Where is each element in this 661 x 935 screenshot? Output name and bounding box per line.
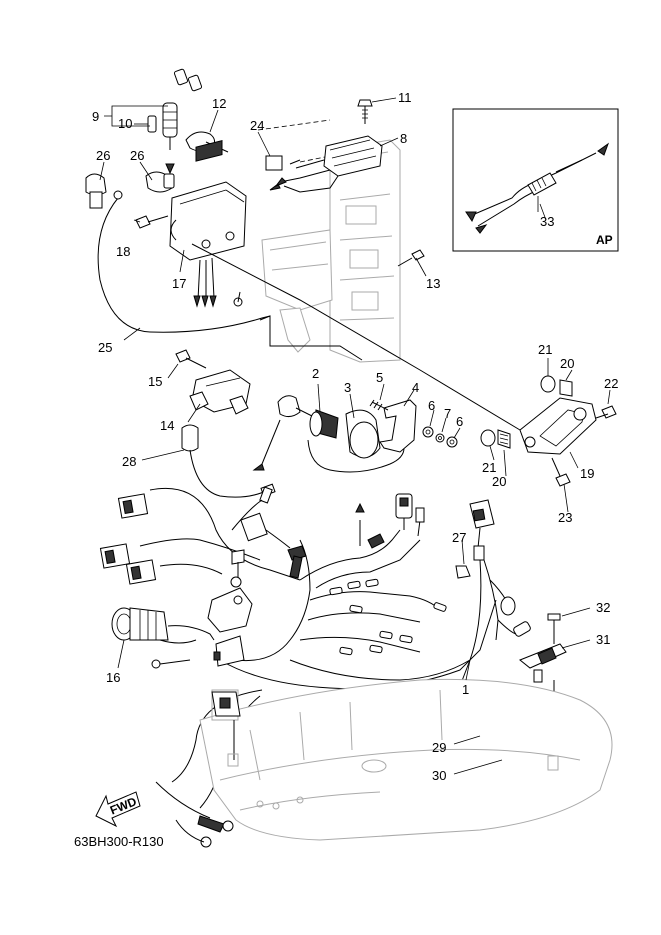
callout-6b: 6 — [456, 414, 463, 429]
part-1-27-cable — [455, 499, 531, 687]
callout-14: 14 — [160, 418, 174, 433]
callout-26b: 26 — [130, 148, 144, 163]
callout-3: 3 — [344, 380, 351, 395]
callout-17: 17 — [172, 276, 186, 291]
leader-lines — [99, 97, 611, 775]
callout-6a: 6 — [428, 398, 435, 413]
callout-18: 18 — [116, 244, 130, 259]
part-13-screw — [397, 249, 425, 267]
callout-21b: 21 — [482, 460, 496, 475]
callout-7: 7 — [444, 406, 451, 421]
callout-11: 11 — [398, 90, 412, 105]
callout-25: 25 — [98, 340, 112, 355]
drawing-code: 63BH300-R130 — [74, 834, 164, 849]
callout-8: 8 — [400, 131, 407, 146]
callout-4: 4 — [412, 380, 419, 395]
callout-16: 16 — [106, 670, 120, 685]
callout-29: 29 — [432, 740, 446, 755]
callout-19: 19 — [580, 466, 594, 481]
inset-label: AP — [596, 233, 613, 247]
callout-22: 22 — [604, 376, 618, 391]
callout-20a: 20 — [560, 356, 574, 371]
part-14-bracket — [175, 349, 251, 415]
part-19-bracket — [480, 375, 617, 487]
callout-labels: 1 2 3 4 5 6 6 7 8 9 10 11 12 13 14 15 16… — [92, 90, 618, 783]
part-11-screw — [357, 99, 373, 124]
harness-connectors — [99, 486, 425, 585]
fwd-text: FWD — [108, 794, 139, 817]
callout-31: 31 — [596, 632, 610, 647]
part-25-wire — [97, 197, 271, 333]
engine-block-outline — [257, 119, 401, 363]
part-26-caps — [85, 171, 175, 209]
part-18-screw — [135, 215, 169, 229]
callout-32: 32 — [596, 600, 610, 615]
callout-27: 27 — [452, 530, 466, 545]
callout-15: 15 — [148, 374, 162, 389]
part-17-cdi-unit — [169, 140, 247, 308]
inset-ap: AP — [452, 108, 619, 252]
callout-20b: 20 — [492, 474, 506, 489]
callout-12: 12 — [212, 96, 226, 111]
part-2-3-sensor — [252, 395, 405, 473]
part-6-7-nuts — [422, 426, 458, 448]
bottom-cowling — [199, 678, 613, 841]
wiring-harness — [139, 487, 497, 848]
callout-26a: 26 — [96, 148, 110, 163]
callout-28: 28 — [122, 454, 136, 469]
callout-13: 13 — [426, 276, 440, 291]
terminals — [151, 578, 447, 669]
part-9-10-connector — [147, 68, 203, 175]
part-4-clip — [379, 399, 417, 453]
part-28-cap — [181, 424, 276, 498]
mid-bracket — [207, 549, 253, 667]
callout-10: 10 — [118, 116, 132, 131]
callout-2: 2 — [312, 366, 319, 381]
callout-1: 1 — [462, 682, 469, 697]
part-8-rectifier — [265, 135, 383, 193]
ground-wire-long — [191, 243, 521, 431]
callout-30: 30 — [432, 768, 446, 783]
callout-24: 24 — [250, 118, 264, 133]
callout-21a: 21 — [538, 342, 552, 357]
fwd-arrow: FWD — [95, 791, 141, 828]
callout-23: 23 — [558, 510, 572, 525]
callout-33: 33 — [540, 214, 554, 229]
part-16-socket — [111, 607, 215, 641]
callout-5: 5 — [376, 370, 383, 385]
part-5-screw — [369, 399, 389, 411]
callout-9: 9 — [92, 109, 99, 124]
